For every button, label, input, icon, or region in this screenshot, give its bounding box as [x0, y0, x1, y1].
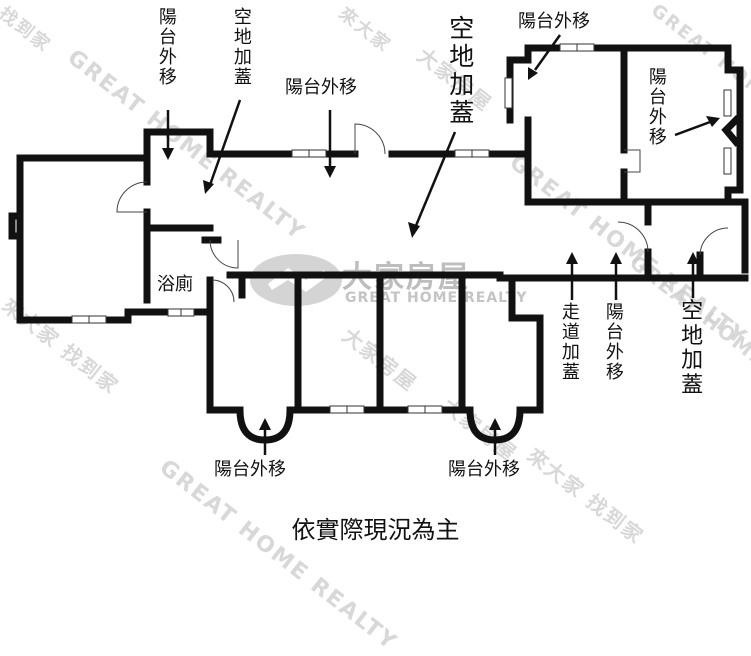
windows — [71, 43, 732, 414]
walls — [8, 44, 749, 444]
bathroom-label: 浴廁 — [157, 274, 193, 295]
floor-plan — [8, 34, 749, 455]
balcony-relocated-label: 陽台外移 — [285, 77, 357, 98]
vacant-land-addition-label: 空地加蓋 — [449, 14, 475, 127]
balcony-relocated-label: 陽台外移 — [158, 7, 177, 89]
arrows — [162, 34, 720, 455]
balcony-relocated-label: 陽台外移 — [214, 459, 286, 480]
balcony-relocated-label: 陽台外移 — [648, 67, 667, 149]
doors — [116, 123, 729, 303]
balcony-relocated-label: 陽台外移 — [448, 459, 520, 480]
corridor-addition-label: 走道加蓋 — [561, 302, 580, 384]
brand-name-en: GREAT HOME REALTY — [345, 290, 528, 306]
vacant-land-addition-label: 空地加蓋 — [233, 7, 252, 89]
vacant-land-addition-label: 空地加蓋 — [681, 299, 704, 398]
disclaimer-caption: 依實際現況為主 — [291, 516, 460, 544]
balcony-relocated-label: 陽台外移 — [518, 11, 590, 32]
balcony-relocated-label: 陽台外移 — [605, 302, 624, 384]
